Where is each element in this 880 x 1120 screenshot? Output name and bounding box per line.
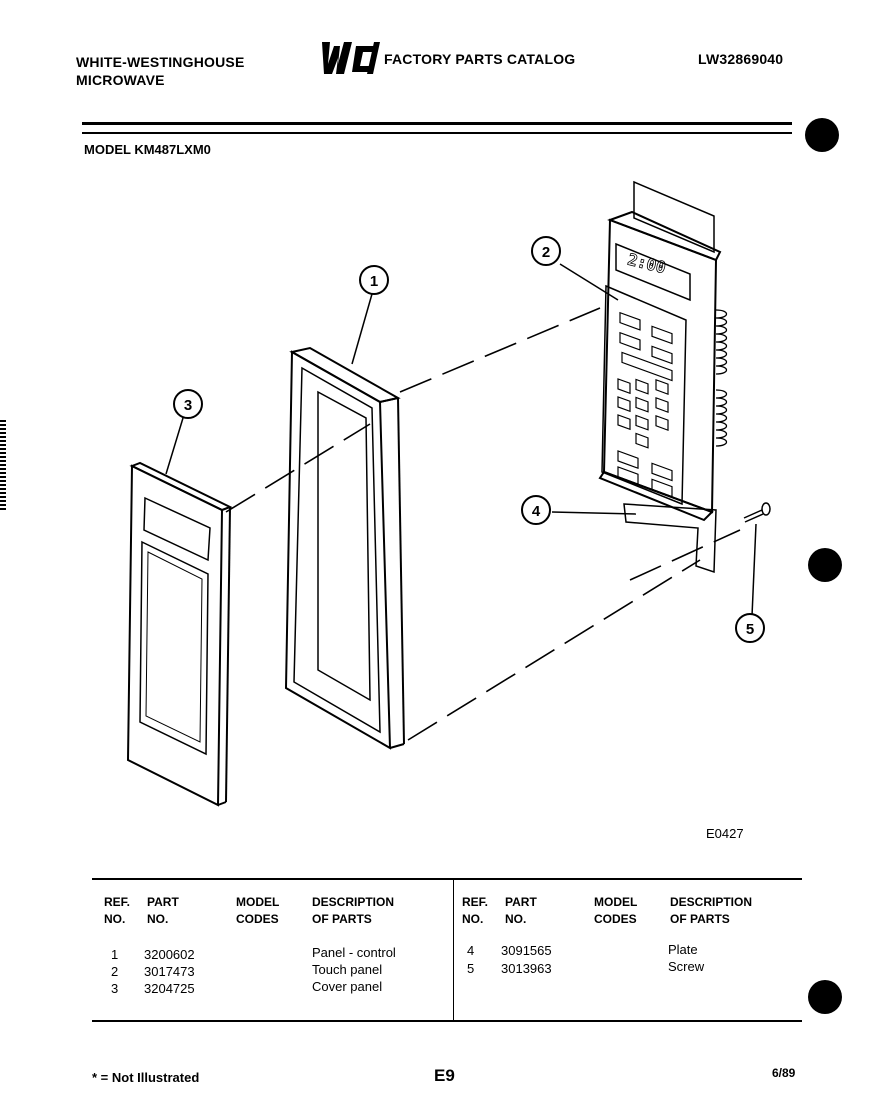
row-part: 3204725 xyxy=(144,981,195,996)
row-ref: 1 xyxy=(111,947,119,962)
row-desc: Screw xyxy=(668,959,705,974)
control-panel-frame-part xyxy=(284,346,405,750)
row-desc: Plate xyxy=(668,942,698,957)
callout-5: 5 xyxy=(746,621,754,638)
row-part: 3200602 xyxy=(144,947,195,962)
header-rule-thin xyxy=(82,132,792,134)
row-desc: Touch panel xyxy=(312,962,383,977)
row-ref: 4 xyxy=(467,943,475,958)
col-header-ref-left: REF. NO. xyxy=(104,895,131,926)
callout-4: 4 xyxy=(532,503,541,520)
col-header-desc-left: DESCRIPTION OF PARTS xyxy=(312,895,395,926)
col-header-ref-right: REF. NO. xyxy=(462,895,489,926)
touch-panel-assembly-part xyxy=(598,180,722,574)
product-type: MICROWAVE xyxy=(76,72,165,88)
col-header-desc-right: DESCRIPTION OF PARTS xyxy=(670,895,753,926)
display-readout: 2:00 xyxy=(626,250,668,278)
binder-hole-bottom xyxy=(808,980,842,1014)
screw-part xyxy=(743,502,771,523)
row-ref: 5 xyxy=(467,961,475,976)
callout-3: 3 xyxy=(184,397,192,414)
col-header-codes-right: MODEL CODES xyxy=(594,895,638,926)
brand-name: WHITE-WESTINGHOUSE xyxy=(76,54,245,70)
diagram-code: E0427 xyxy=(706,826,744,841)
wci-logo xyxy=(322,42,380,74)
col-header-codes-left: MODEL CODES xyxy=(236,895,280,926)
callout-2: 2 xyxy=(542,244,550,261)
cover-panel-part xyxy=(126,461,233,807)
scan-edge-mark xyxy=(0,420,6,510)
col-header-part-right: PART NO. xyxy=(505,895,537,926)
footnote: * = Not Illustrated xyxy=(92,1070,200,1085)
page-number: E9 xyxy=(434,1066,455,1085)
print-date: 6/89 xyxy=(772,1066,796,1080)
header-rule xyxy=(82,122,792,125)
model-number: MODEL KM487LXM0 xyxy=(84,142,211,157)
row-part: 3013963 xyxy=(501,961,552,976)
table-bottom-rule xyxy=(92,1020,802,1022)
document-number: LW32869040 xyxy=(698,51,784,67)
brand-block: WHITE-WESTINGHOUSE MICROWAVE xyxy=(76,53,244,89)
row-part: 3091565 xyxy=(501,943,552,958)
catalog-title: FACTORY PARTS CATALOG xyxy=(384,51,576,67)
col-header-part-left: PART NO. xyxy=(147,895,179,926)
table-top-rule xyxy=(92,878,802,880)
exploded-parts-diagram: 2:00 1 2 3 4 5 xyxy=(126,180,771,807)
binder-hole-middle xyxy=(808,548,842,582)
row-ref: 3 xyxy=(111,981,119,996)
binder-hole-top xyxy=(805,118,839,152)
row-part: 3017473 xyxy=(144,964,195,979)
row-desc: Cover panel xyxy=(312,979,383,994)
table-divider xyxy=(453,880,454,1020)
row-ref: 2 xyxy=(111,964,119,979)
callout-1: 1 xyxy=(370,273,378,290)
row-desc: Panel - control xyxy=(312,945,396,960)
